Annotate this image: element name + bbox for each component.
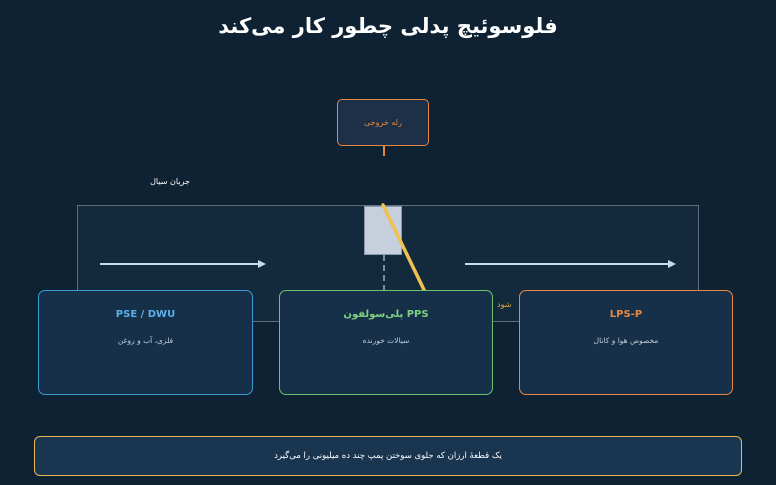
fluid-flow-label: جریان سیال [150,177,190,186]
card-pse-dwu: PSE / DWU فلزی، آب و روغن [38,290,253,395]
paddle-arm [381,203,429,298]
flow-arrow-left-head-icon [258,260,266,268]
note-banner: یک قطعهٔ ارزان که جلوی سوختن پمپ چند ده … [34,436,742,476]
card-pps: PPS پلی‌سولفون سیالات خورنده [279,290,493,395]
relay-connector-line [383,146,385,156]
page-title: فلوسوئیچ پدلی چطور کار می‌کند [218,14,558,38]
flow-arrow-right-line [465,263,670,265]
partially-hidden-label: شود [497,300,512,309]
card-title: PPS پلی‌سولفون [343,309,429,320]
card-title: PSE / DWU [115,309,176,320]
output-relay-label: رله خروجی [364,118,402,127]
paddle-rest-dashed-line [383,255,385,291]
card-title: LPS-P [609,309,643,320]
flow-arrow-left-line [100,263,260,265]
card-description: فلزی، آب و روغن [117,336,174,345]
note-text: یک قطعهٔ ارزان که جلوی سوختن پمپ چند ده … [274,451,502,461]
card-description: سیالات خورنده [362,336,410,345]
output-relay-box: رله خروجی [337,99,429,146]
paddle-icon [381,203,429,298]
flow-arrow-right-head-icon [668,260,676,268]
card-lps-p: LPS-P مخصوص هوا و کانال [519,290,733,395]
card-description: مخصوص هوا و کانال [593,336,659,345]
